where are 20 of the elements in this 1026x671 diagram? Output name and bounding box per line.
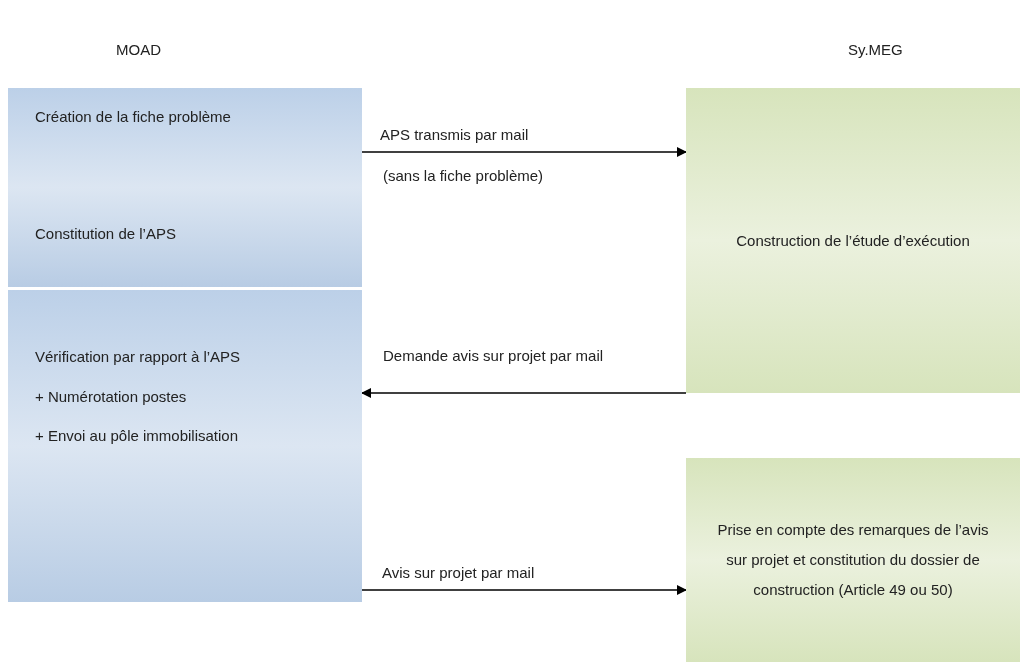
node-text: Vérification par rapport à l’APS — [35, 347, 242, 367]
process-box — [686, 88, 1020, 393]
edge-label: APS transmis par mail — [380, 125, 530, 145]
note-text: (sans la fiche problème) — [383, 166, 544, 186]
process-box — [686, 458, 1020, 662]
arrow — [361, 147, 687, 157]
node-text: Création de la fiche problème — [35, 107, 232, 127]
node-text: Constitution de l’APS — [35, 223, 177, 244]
arrow — [361, 388, 687, 398]
node-text: Construction de l’étude d’exécution — [736, 230, 970, 251]
column-heading: Sy.MEG — [848, 40, 903, 60]
node-text: + Numérotation postes — [35, 386, 188, 407]
edge-label: Avis sur projet par mail — [382, 563, 536, 583]
column-heading: MOAD — [116, 40, 161, 60]
edge-label: Demande avis sur projet par mail — [383, 346, 605, 366]
node-text: + Envoi au pôle immobilisation — [35, 426, 240, 446]
process-box — [8, 290, 362, 602]
arrow — [361, 585, 687, 595]
node-text: Prise en compte des remarques de l’avis sur projet et constitution du dossier de construction (Article 49 ou 50) — [716, 520, 990, 600]
process-box — [8, 88, 362, 287]
